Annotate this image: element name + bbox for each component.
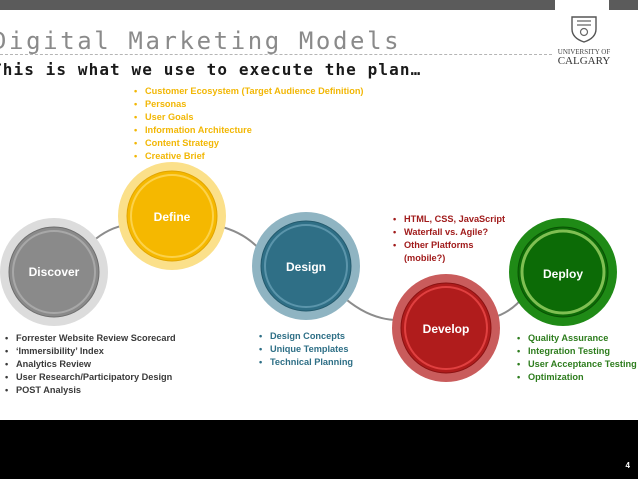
develop-label: Develop bbox=[422, 322, 470, 336]
define-list: Customer Ecosystem (Target Audience Defi… bbox=[134, 85, 364, 163]
logo-university-of: UNIVERSITY OF bbox=[557, 48, 611, 56]
list-item: User Research/Participatory Design bbox=[5, 371, 176, 384]
page-title: Digital Marketing Models bbox=[0, 27, 402, 55]
list-item: Customer Ecosystem (Target Audience Defi… bbox=[134, 85, 364, 98]
top-bar-gap bbox=[555, 0, 609, 10]
university-logo: UNIVERSITY OF CALGARY bbox=[557, 15, 611, 67]
design-list: Design Concepts Unique Templates Technic… bbox=[259, 330, 353, 369]
deploy-list: Quality Assurance Integration Testing Us… bbox=[517, 332, 637, 384]
list-item: Personas bbox=[134, 98, 364, 111]
list-item-continuation: (mobile?) bbox=[404, 253, 446, 263]
list-item: Other Platforms bbox=[393, 239, 505, 252]
list-item: Design Concepts bbox=[259, 330, 353, 343]
define-label: Define bbox=[153, 210, 191, 224]
crest-icon bbox=[571, 16, 597, 43]
process-diagram bbox=[0, 162, 617, 382]
deploy-node bbox=[509, 218, 617, 326]
list-item: Content Strategy bbox=[134, 137, 364, 150]
list-item: Creative Brief bbox=[134, 150, 364, 163]
page-number: 4 bbox=[625, 461, 630, 470]
list-item: Technical Planning bbox=[259, 356, 353, 369]
footer-bar bbox=[0, 420, 638, 479]
deploy-label: Deploy bbox=[542, 267, 583, 281]
list-item: POST Analysis bbox=[5, 384, 176, 397]
discover-label: Discover bbox=[28, 265, 80, 279]
top-bar bbox=[0, 0, 638, 10]
list-item: Forrester Website Review Scorecard bbox=[5, 332, 176, 345]
list-item: Quality Assurance bbox=[517, 332, 637, 345]
list-item: HTML, CSS, JavaScript bbox=[393, 213, 505, 226]
title-divider bbox=[0, 54, 552, 55]
discover-list: Forrester Website Review Scorecard ‘Imme… bbox=[5, 332, 176, 397]
list-item: Waterfall vs. Agile? bbox=[393, 226, 505, 239]
list-item: Optimization bbox=[517, 371, 637, 384]
list-item: Integration Testing bbox=[517, 345, 637, 358]
design-label: Design bbox=[285, 260, 326, 274]
define-node bbox=[118, 162, 226, 270]
list-item: Analytics Review bbox=[5, 358, 176, 371]
list-item: User Goals bbox=[134, 111, 364, 124]
design-node bbox=[252, 212, 360, 320]
develop-node bbox=[392, 274, 500, 382]
list-item: User Acceptance Testing bbox=[517, 358, 637, 371]
discover-node bbox=[0, 218, 108, 326]
list-item: ‘Immersibility’ Index bbox=[5, 345, 176, 358]
logo-calgary: CALGARY bbox=[557, 55, 611, 67]
page-subtitle: This is what we use to execute the plan… bbox=[0, 60, 422, 79]
develop-list: HTML, CSS, JavaScript Waterfall vs. Agil… bbox=[393, 213, 505, 265]
list-item: Information Architecture bbox=[134, 124, 364, 137]
list-item: Unique Templates bbox=[259, 343, 353, 356]
